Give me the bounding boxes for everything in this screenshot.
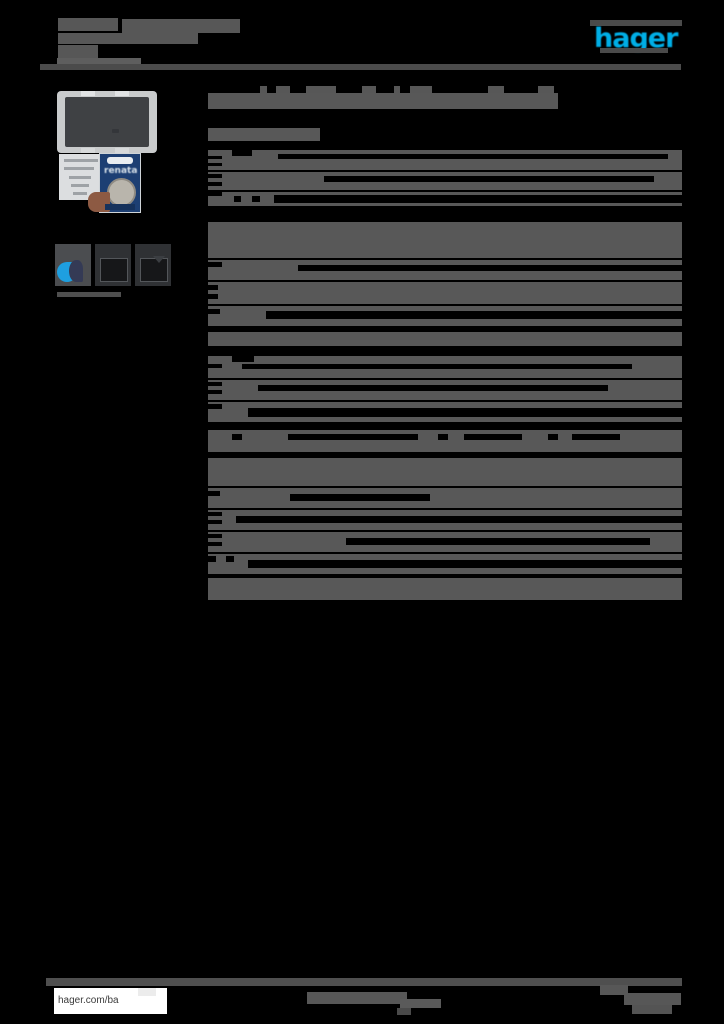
table-row [208,356,682,378]
page-header: hager [0,0,724,80]
device-notch [115,91,129,96]
hager-logo: hager [594,23,679,54]
table-row [208,306,682,326]
thumbnail-strip [55,244,173,286]
table-row [208,510,682,530]
table-row [208,402,682,422]
footer-url-box[interactable]: hager.com/ba [54,988,167,1014]
battery-brand-name: renata [104,166,138,176]
section-heading [208,128,320,141]
thumbnail-1[interactable] [55,244,91,286]
footer-center-block [400,999,441,1008]
title-ascender [276,86,290,94]
header-title-block [58,45,98,59]
table-row [208,330,682,346]
thumbnail-2[interactable] [95,244,131,286]
specification-table [208,150,684,600]
device-notch [115,148,129,153]
footer-center-block [397,1008,411,1015]
device-indicator [112,129,119,133]
page-footer [0,975,724,1024]
table-row [208,220,682,258]
table-row [208,576,682,600]
product-main-image[interactable]: renata [55,90,160,245]
battery-brand-badge [107,157,133,164]
footer-right-block [632,1005,672,1014]
header-subtitle-block [57,58,141,66]
table-row [208,380,682,400]
device-faceplate [65,97,149,147]
title-ascender [538,86,554,94]
footer-right-block [600,985,628,995]
table-row [208,532,682,552]
thumbnail-3[interactable] [135,244,171,286]
table-row [208,172,682,190]
battery-pack-label [105,204,135,210]
table-row [208,282,682,304]
device-frame [57,91,157,153]
header-divider [40,64,681,70]
table-row [208,426,682,452]
table-row [208,260,682,280]
title-ascender [410,86,432,94]
title-ascender [306,86,336,94]
footer-url-highlight [138,988,156,996]
footer-divider [46,978,682,986]
device-notch [81,91,95,96]
instruction-leaflet [59,154,105,200]
header-title-block [122,19,240,33]
coin-cell-battery [107,178,136,207]
device-notch [81,148,95,153]
title-ascender [394,86,400,94]
footer-url-link[interactable]: hager.com/ba [58,995,119,1006]
table-row [208,456,682,486]
hager-logo-text: hager [594,23,678,54]
footer-page-number [624,993,681,1005]
table-row [208,192,684,206]
header-title-block [58,33,198,44]
footer-center-block [307,992,407,1004]
thumbnail-frame [100,258,128,282]
hand-graphic [88,192,110,212]
battery-blister-pack: renata [88,153,141,213]
table-row [208,488,682,508]
swoosh-logo-icon [57,260,83,284]
table-row [208,150,682,170]
title-ascender [362,86,376,94]
media-caption [57,292,121,297]
chevron-down-icon [153,256,165,263]
logo-backdrop [590,20,682,26]
page-title [208,93,558,109]
title-ascender [488,86,504,94]
header-title-block [58,18,118,31]
table-row [208,554,682,574]
logo-underline [600,48,668,53]
title-ascender [260,86,267,94]
